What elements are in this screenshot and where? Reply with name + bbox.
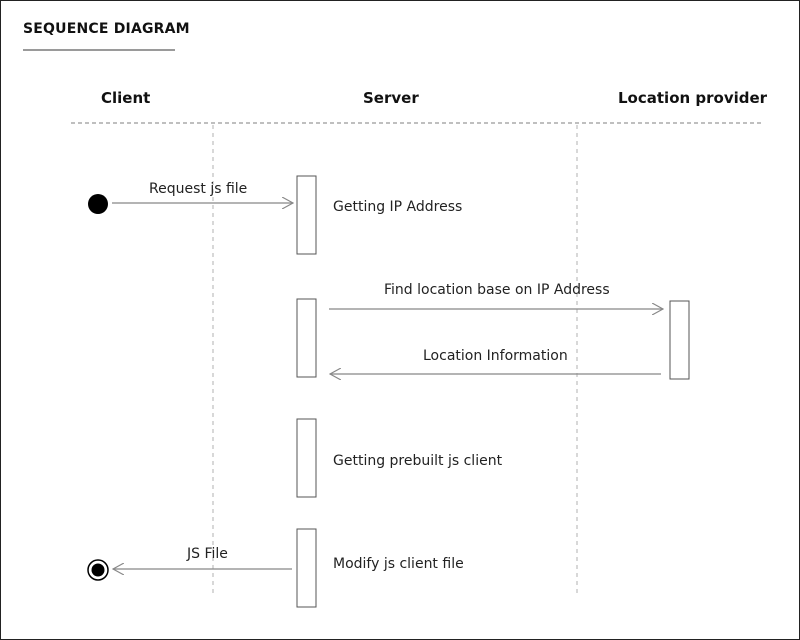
diagram-title: SEQUENCE DIAGRAM: [23, 21, 190, 37]
message-js-file: JS File: [187, 546, 228, 562]
note-modify-js-client-file: Modify js client file: [333, 556, 464, 572]
message-location-information: Location Information: [423, 348, 568, 364]
activation-server-2: [296, 298, 317, 378]
lane-label-server: Server: [363, 89, 419, 107]
note-getting-ip-address: Getting IP Address: [333, 199, 463, 215]
activation-server-3: [296, 418, 317, 498]
activation-server-4: [296, 528, 317, 608]
activation-server-1: [296, 175, 317, 255]
lane-label-client: Client: [101, 89, 151, 107]
start-node: [88, 194, 108, 214]
activation-location-provider: [669, 300, 690, 380]
title-underline: [23, 49, 175, 51]
end-node-inner: [91, 563, 105, 577]
lane-label-location-provider: Location provider: [618, 89, 768, 107]
note-getting-prebuilt-js-client: Getting prebuilt js client: [333, 453, 503, 469]
message-find-location: Find location base on IP Address: [384, 282, 610, 298]
message-request-js-file: Request js file: [149, 181, 248, 197]
